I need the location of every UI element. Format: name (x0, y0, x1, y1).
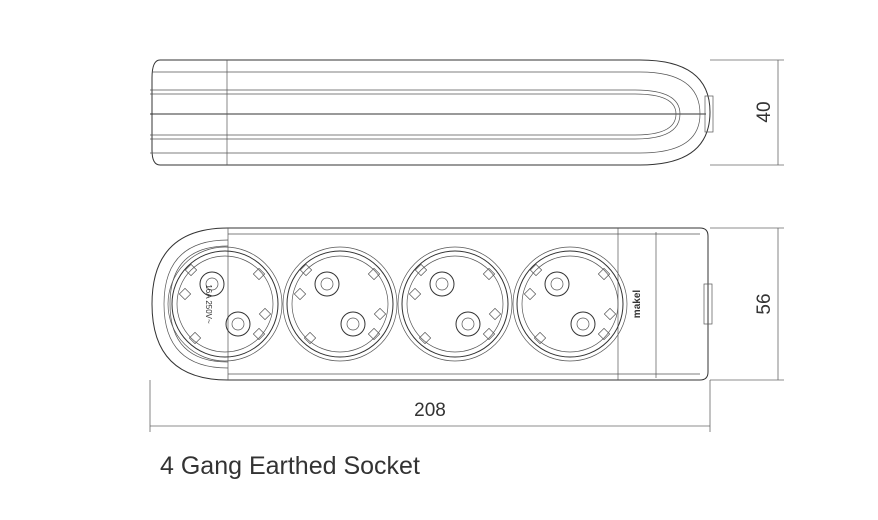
length-label: 208 (414, 400, 446, 421)
socket-pin-hole-inner (550, 277, 564, 291)
socket-face (406, 255, 504, 353)
socket-recess (171, 250, 279, 358)
earth-clip (184, 263, 198, 277)
socket-pin-hole-inner (346, 317, 360, 331)
earth-clip (482, 327, 496, 341)
dimension-width: 56 (710, 227, 784, 381)
earth-clip (418, 331, 432, 345)
socket-pin-hole (314, 271, 340, 297)
earth-clip (303, 331, 317, 345)
earth-clip (373, 307, 387, 321)
socket-pin-hole-inner (576, 317, 590, 331)
socket-pin-hole-inner (320, 277, 334, 291)
rating-text: 16A 250V~ (204, 284, 213, 324)
earth-clip (603, 307, 617, 321)
earth-clip (367, 267, 381, 281)
socket-pin-hole (544, 271, 570, 297)
earth-clip (597, 327, 611, 341)
earth-clip (597, 267, 611, 281)
socket-face (291, 255, 389, 353)
socket-outer-ring (512, 246, 628, 362)
earth-clip (533, 331, 547, 345)
socket-pin-hole-inner (435, 277, 449, 291)
socket-outer-ring (167, 246, 283, 362)
side-view (150, 59, 714, 166)
earth-clip (258, 307, 272, 321)
socket-pin-hole (429, 271, 455, 297)
socket-pin-hole-inner (461, 317, 475, 331)
caption: 4 Gang Earthed Socket (160, 452, 420, 480)
earth-clip (488, 307, 502, 321)
earth-clip (408, 287, 422, 301)
socket-pin-hole-inner (231, 317, 245, 331)
earth-clip (523, 287, 537, 301)
socket-pin-hole (225, 311, 251, 337)
earth-clip (293, 287, 307, 301)
socket-pin-hole (570, 311, 596, 337)
earth-clip (188, 331, 202, 345)
height-label: 40 (754, 101, 775, 122)
earth-clip (178, 287, 192, 301)
dimension-height: 40 (710, 59, 784, 166)
earth-clip (299, 263, 313, 277)
width-label: 56 (754, 293, 775, 314)
earth-clip (367, 327, 381, 341)
top-view: 16A 250V~ makel (151, 227, 713, 381)
earth-clip (529, 263, 543, 277)
socket-pin-hole-inner (205, 277, 219, 291)
socket-face (176, 255, 274, 353)
socket-recess (401, 250, 509, 358)
brand-logo: makel (632, 290, 643, 319)
earth-clip (252, 267, 266, 281)
socket-outer-ring (397, 246, 513, 362)
socket-pin-hole (340, 311, 366, 337)
socket-outer-ring (282, 246, 398, 362)
socket-face (521, 255, 619, 353)
dimension-length: 208 (149, 380, 711, 432)
earth-clip (482, 267, 496, 281)
socket-pin-hole (199, 271, 225, 297)
socket-recess (516, 250, 624, 358)
socket-recess (286, 250, 394, 358)
socket-pin-hole (455, 311, 481, 337)
earth-clip (414, 263, 428, 277)
earth-clip (252, 327, 266, 341)
